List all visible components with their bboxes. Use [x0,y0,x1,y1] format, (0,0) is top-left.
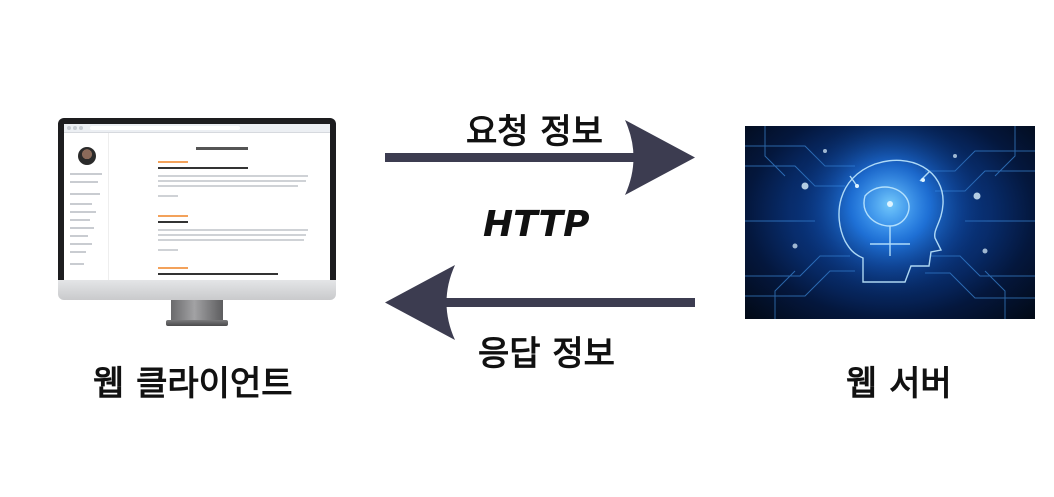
monitor-frame [58,118,336,280]
post-tag [158,267,188,269]
post-heading [158,273,278,275]
post-heading [158,221,188,223]
post-text [158,175,308,177]
monitor-chin [58,280,336,300]
post-text [158,195,178,197]
post-tag [158,161,188,163]
avatar [78,147,96,165]
request-arrow [385,120,695,195]
post-text [158,234,306,236]
monitor-stand [171,300,223,322]
post-text [158,180,306,182]
sidebar-line [70,203,92,205]
sidebar-line [70,211,96,213]
server-image [745,126,1035,319]
sidebar-line [70,181,98,183]
sidebar-line [70,251,86,253]
window-dot [73,126,77,130]
sidebar-line [70,173,102,175]
sidebar-line [70,243,92,245]
client-label: 웹 클라이언트 [93,364,293,404]
sidebar-line [70,235,88,237]
protocol-label: HTTP [483,204,590,245]
blog-content [114,133,324,280]
post-heading [158,167,248,169]
request-label: 요청 정보 [466,112,603,152]
post-text [158,229,308,231]
address-bar [90,126,240,130]
sidebar-line [70,193,100,195]
blog-title [196,147,248,150]
monitor-screen [64,124,330,280]
client-monitor [58,118,336,328]
ai-brain-circuit-image [745,126,1035,319]
blog-sidebar [64,133,109,280]
browser-toolbar [64,124,330,133]
response-label: 응답 정보 [478,334,615,374]
window-dot [79,126,83,130]
post-text [158,249,178,251]
sidebar-line [70,219,90,221]
response-arrow [385,265,695,340]
window-dot [67,126,71,130]
post-tag [158,215,188,217]
arrows [385,120,695,340]
post-text [158,239,304,241]
sidebar-line [70,227,94,229]
post-text [158,185,298,187]
sidebar-line [70,263,84,265]
server-label: 웹 서버 [846,364,952,404]
monitor-base [166,320,228,326]
